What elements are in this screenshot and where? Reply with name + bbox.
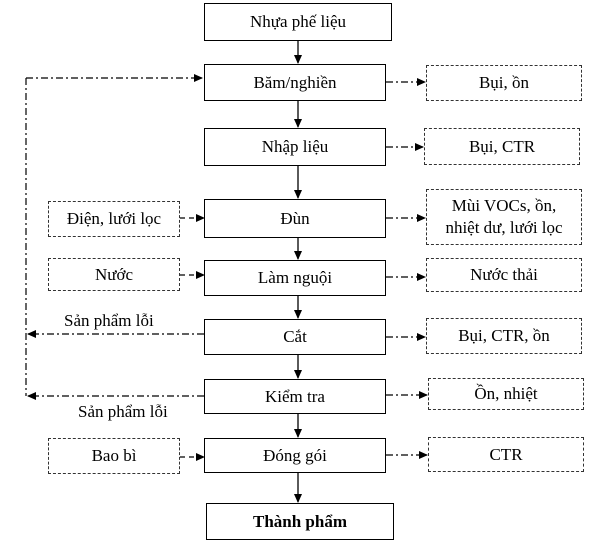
output-nuoc-thai: Nước thải: [426, 258, 582, 292]
step-lam-nguoi: Làm nguội: [204, 260, 386, 296]
input-arrows: [180, 214, 205, 461]
feedback-label-cat: Sản phẩm lỗi: [64, 311, 154, 330]
feedback-loop: [25, 74, 204, 400]
step-dun: Đùn: [204, 199, 386, 238]
output-mui-vocs: Mùi VOCs, ồn, nhiệt dư, lưới lọc: [426, 189, 582, 245]
input-dien-luoi-loc: Điện, lưới lọc: [48, 201, 180, 237]
feedback-label-kiem-tra: Sản phẩm lỗi: [78, 402, 168, 421]
step-cat: Cắt: [204, 319, 386, 355]
step-nhap-lieu: Nhập liệu: [204, 128, 386, 166]
output-bui-ctr: Bụi, CTR: [424, 128, 580, 165]
output-on-nhiet: Ồn, nhiệt: [428, 378, 584, 410]
step-nhua-phe-lieu: Nhựa phế liệu: [204, 3, 392, 41]
step-dong-goi: Đóng gói: [204, 438, 386, 473]
input-nuoc: Nước: [48, 258, 180, 291]
step-thanh-pham: Thành phẩm: [206, 503, 394, 540]
output-arrows: [386, 78, 428, 459]
step-kiem-tra: Kiểm tra: [204, 379, 386, 414]
step-bam-nghien: Băm/nghiền: [204, 64, 386, 101]
output-bui-on: Bụi, ồn: [426, 65, 582, 101]
output-bui-ctr-on: Bụi, CTR, ồn: [426, 318, 582, 354]
output-ctr: CTR: [428, 437, 584, 472]
input-bao-bi: Bao bì: [48, 438, 180, 474]
